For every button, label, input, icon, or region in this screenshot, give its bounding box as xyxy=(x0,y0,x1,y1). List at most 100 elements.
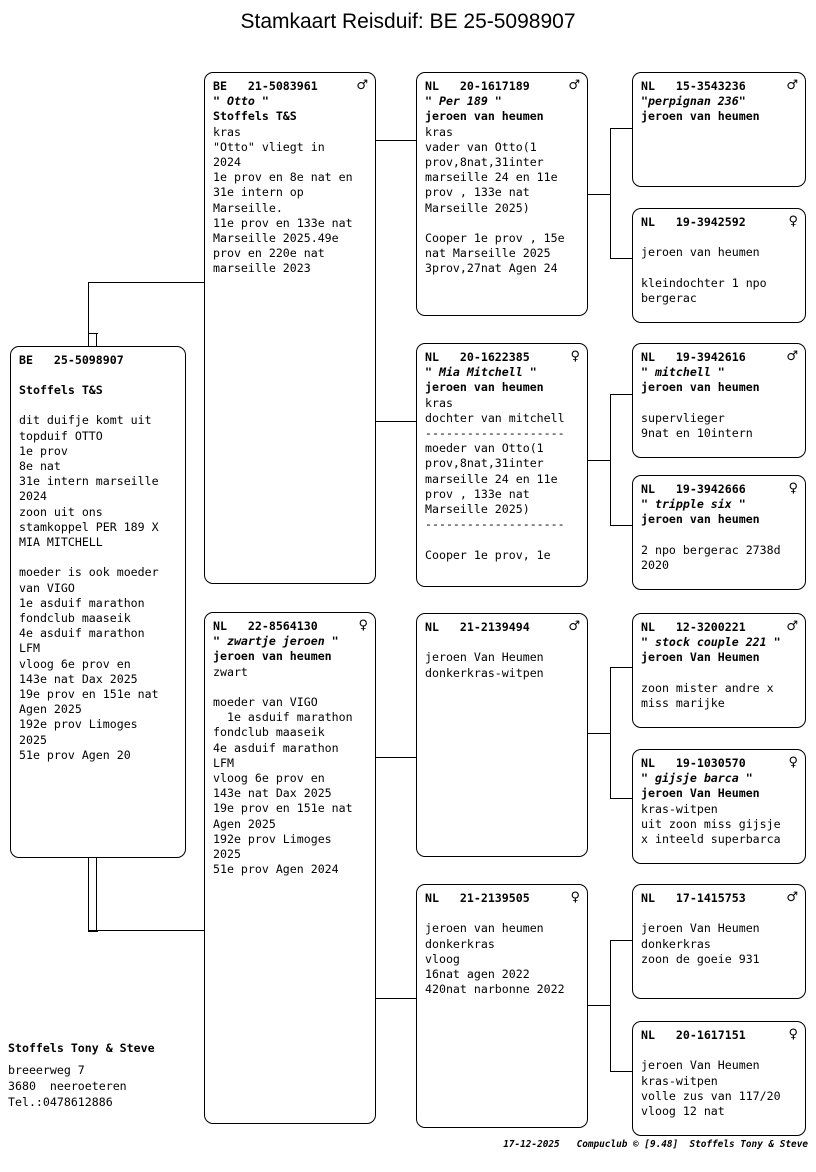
connector-gp3-stem xyxy=(588,733,610,735)
connector-gp2-bracket xyxy=(610,394,612,525)
pigeon-card-grandparent-3[interactable]: NL 21-2139494 ♂ jeroen Van Heumen donker… xyxy=(416,613,588,857)
breeder-name: jeroen van heumen xyxy=(641,109,760,124)
breeder-name: Stoffels T&S xyxy=(19,383,103,398)
pigeon-card-grandparent-1[interactable]: NL 20-1617189 ♂ " Per 189 " jeroen van h… xyxy=(416,72,588,316)
footer-credit: 17-12-2025 Compuclub © [9.48] Stoffels T… xyxy=(503,1139,808,1150)
page-title: Stamkaart Reisduif: BE 25-5098907 xyxy=(240,10,576,33)
pigeon-notes: kras vader van Otto(1 prov,8nat,31inter … xyxy=(425,124,565,276)
connector-gp4-bracket xyxy=(610,940,612,1071)
connector-subject-bottom xyxy=(88,931,98,933)
card-header: BE 25-5098907 xyxy=(19,353,178,368)
ring-number: NL 19-3942666 xyxy=(641,482,746,496)
sex-icon: ♀ xyxy=(570,890,580,905)
breeder-name: jeroen van heumen xyxy=(425,380,544,395)
pigeon-notes: jeroen Van Heumen kras-witpen volle zus … xyxy=(641,1058,781,1119)
ring-number: NL 19-3942592 xyxy=(641,215,746,229)
sex-icon: ♂ xyxy=(786,78,798,93)
pigeon-nickname: "perpignan 236" xyxy=(641,94,746,109)
ring-number: BE 25-5098907 xyxy=(19,353,124,367)
ring-number: NL 17-1415753 xyxy=(641,891,746,905)
card-header: NL 19-3942616 ♂ xyxy=(641,350,798,365)
card-header: NL 19-3942666 ♀ xyxy=(641,482,798,497)
ring-number: NL 12-3200221 xyxy=(641,620,746,634)
sex-icon: ♂ xyxy=(568,78,580,93)
card-header: NL 19-1030570 ♀ xyxy=(641,756,798,771)
pigeon-card-greatgrandparent-6[interactable]: NL 19-1030570 ♀ " gijsje barca " jeroen … xyxy=(632,749,806,864)
connector-subject-stem-bottom xyxy=(96,857,98,932)
ring-number: NL 19-1030570 xyxy=(641,756,746,770)
loft-city: 3680 neeroeteren xyxy=(8,1079,127,1093)
connector-gp1-bracket xyxy=(610,128,612,259)
breeder-name: jeroen Van Heumen xyxy=(641,786,760,801)
pigeon-card-mother[interactable]: NL 22-8564130 ♀ " zwartje jeroen " jeroe… xyxy=(204,612,376,1124)
pigeon-notes: jeroen van heumen kleindochter 1 npo ber… xyxy=(641,245,767,306)
connector-subject-top xyxy=(88,333,98,335)
breeder-name: jeroen Van Heumen xyxy=(641,650,760,665)
connector-gp4-stem xyxy=(588,1005,610,1007)
pigeon-card-subject[interactable]: BE 25-5098907 Stoffels T&S dit duifje ko… xyxy=(10,346,186,858)
sex-icon: ♂ xyxy=(356,78,368,93)
connector-gp1-stem xyxy=(588,194,610,196)
pigeon-nickname: " stock couple 221 " xyxy=(641,635,781,650)
card-header: NL 12-3200221 ♂ xyxy=(641,620,798,635)
card-header: NL 19-3942592 ♀ xyxy=(641,215,798,230)
pigeon-card-greatgrandparent-3[interactable]: NL 19-3942616 ♂ " mitchell " jeroen van … xyxy=(632,343,806,458)
ring-number: NL 20-1617189 xyxy=(425,79,530,93)
pigeon-notes: kras dochter van mitchell --------------… xyxy=(425,395,565,562)
pigeon-notes: jeroen Van Heumen donkerkras-witpen xyxy=(425,650,544,680)
pigeon-notes: zoon mister andre x miss marijke xyxy=(641,680,774,711)
pigeon-notes: kras-witpen uit zoon miss gijsje x intee… xyxy=(641,801,781,847)
pigeon-notes: dit duifje komt uit topduif OTTO 1e prov… xyxy=(19,413,159,762)
pigeon-card-greatgrandparent-5[interactable]: NL 12-3200221 ♂ " stock couple 221 " jer… xyxy=(632,613,806,728)
ring-number: NL 21-2139494 xyxy=(425,620,530,634)
loft-address-block: Stoffels Tony & Steve breeerweg 7 3680 n… xyxy=(8,1040,228,1110)
sex-icon: ♂ xyxy=(568,619,580,634)
loft-phone: Tel.:0478612886 xyxy=(8,1095,113,1109)
sex-icon: ♂ xyxy=(786,349,798,364)
pigeon-nickname: " gijsje barca " xyxy=(641,771,753,786)
ring-number: NL 20-1622385 xyxy=(425,350,530,364)
sex-icon: ♀ xyxy=(358,618,368,633)
pigeon-card-greatgrandparent-1[interactable]: NL 15-3543236 ♂ "perpignan 236" jeroen v… xyxy=(632,72,806,187)
ring-number: NL 22-8564130 xyxy=(213,619,318,633)
sex-icon: ♂ xyxy=(786,890,798,905)
sex-icon: ♀ xyxy=(788,1027,798,1042)
connector-gp2-to-ggp3 xyxy=(610,394,636,396)
card-header: NL 22-8564130 ♀ xyxy=(213,619,368,634)
pigeon-notes: zwart moeder van VIGO 1e asduif marathon… xyxy=(213,664,353,877)
pigeon-card-greatgrandparent-7[interactable]: NL 17-1415753 ♂ jeroen Van Heumen donker… xyxy=(632,884,806,999)
pigeon-card-greatgrandparent-8[interactable]: NL 20-1617151 ♀ jeroen Van Heumen kras-w… xyxy=(632,1021,806,1136)
pigeon-nickname: " Per 189 " xyxy=(425,94,502,109)
ring-number: BE 21-5083961 xyxy=(213,79,318,93)
pigeon-notes: 2 npo bergerac 2738d 2020 xyxy=(641,542,781,573)
pigeon-card-grandparent-2[interactable]: NL 20-1622385 ♀ " Mia Mitchell " jeroen … xyxy=(416,343,588,587)
connector-gp1-to-ggp1 xyxy=(610,128,636,130)
pigeon-nickname: " tripple six " xyxy=(641,497,746,512)
loft-street: breeerweg 7 xyxy=(8,1063,85,1077)
connector-to-father xyxy=(88,282,204,284)
pigeon-card-father[interactable]: BE 21-5083961 ♂ " Otto " Stoffels T&S kr… xyxy=(204,72,376,584)
pigeon-card-greatgrandparent-2[interactable]: NL 19-3942592 ♀ jeroen van heumen kleind… xyxy=(632,208,806,323)
ring-number: NL 19-3942616 xyxy=(641,350,746,364)
connector-gp2-to-ggp4 xyxy=(610,525,636,527)
card-header: NL 17-1415753 ♂ xyxy=(641,891,798,906)
breeder-name: jeroen van heumen xyxy=(641,380,760,395)
breeder-name: jeroen van heumen xyxy=(213,649,332,664)
sex-icon: ♀ xyxy=(570,349,580,364)
pigeon-nickname: " mitchell " xyxy=(641,365,725,380)
connector-gp3-to-ggp5 xyxy=(610,667,636,669)
ring-number: NL 20-1617151 xyxy=(641,1028,746,1042)
sex-icon: ♀ xyxy=(788,481,798,496)
ring-number: NL 15-3543236 xyxy=(641,79,746,93)
ring-number: NL 21-2139505 xyxy=(425,891,530,905)
connector-gp2-stem xyxy=(588,460,610,462)
pigeon-notes: supervlieger 9nat en 10intern xyxy=(641,410,753,441)
connector-gp3-to-ggp6 xyxy=(610,798,636,800)
card-header: NL 21-2139505 ♀ xyxy=(425,891,580,906)
sex-icon: ♂ xyxy=(786,619,798,634)
card-header: NL 15-3543236 ♂ xyxy=(641,79,798,94)
pigeon-card-greatgrandparent-4[interactable]: NL 19-3942666 ♀ " tripple six " jeroen v… xyxy=(632,475,806,590)
pigeon-nickname: " Otto " xyxy=(213,94,269,109)
breeder-name: jeroen van heumen xyxy=(425,109,544,124)
pigeon-card-grandparent-4[interactable]: NL 21-2139505 ♀ jeroen van heumen donker… xyxy=(416,884,588,1128)
